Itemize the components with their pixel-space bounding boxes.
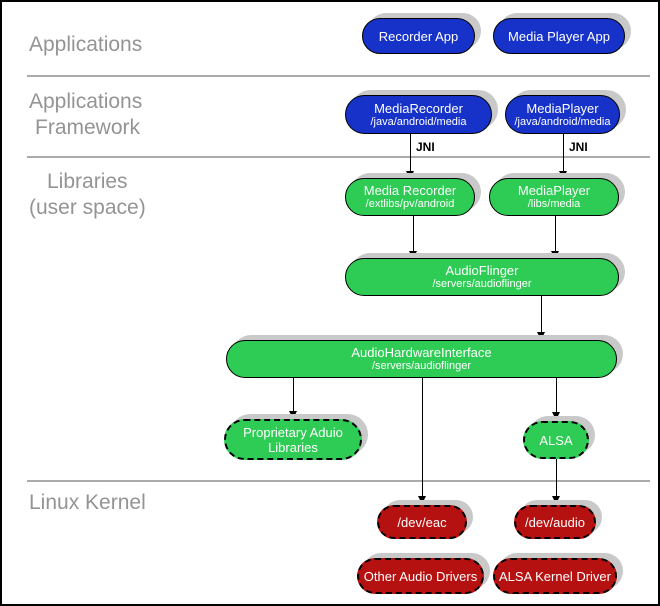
node-mediaplayer-framework-path: /java/android/media <box>514 115 611 128</box>
edge-mediarecorder-jni-arrowhead <box>406 171 414 179</box>
section-label-framework-line2: Framework <box>35 116 141 139</box>
node-alsa: ALSA <box>523 421 589 459</box>
edge-mediarecorder-audioflinger-arrowhead <box>409 251 417 259</box>
edge-audioflinger-ahi-line <box>541 296 542 333</box>
section-label-framework-line1: Applications <box>29 90 143 113</box>
node-audioflinger-path: /servers/audioflinger <box>432 278 532 290</box>
node-mediaplayer-lib-path: /libs/media <box>527 198 581 210</box>
jni-label-right: JNI <box>569 140 588 154</box>
node-recorder-app: Recorder App <box>362 18 475 54</box>
node-audiohardwareinterface: AudioHardwareInterface /servers/audiofli… <box>226 340 617 378</box>
edge-mediaplayer-jni-arrowhead <box>559 171 567 179</box>
edge-alsa-devaudio-arrowhead <box>552 496 560 504</box>
node-dev-audio-label: /dev/audio <box>525 514 585 530</box>
node-media-player-app-label: Media Player App <box>508 28 610 44</box>
section-label-libraries-line1: Libraries <box>47 170 128 193</box>
node-proprietary-audio-libraries-line1: Proprietary Aduio <box>243 424 343 440</box>
node-audioflinger: AudioFlinger /servers/audioflinger <box>345 258 619 296</box>
node-audioflinger-label: AudioFlinger <box>445 263 519 278</box>
edge-mediaplayer-jni-line <box>563 134 564 172</box>
edge-ahi-proprietary-arrowhead <box>289 411 297 419</box>
node-media-recorder-lib: Media Recorder /extlibs/pv/android <box>345 178 475 216</box>
edge-mediaplayer-audioflinger-line <box>555 216 556 252</box>
node-dev-eac: /dev/eac <box>377 505 467 539</box>
section-label-applications: Applications <box>29 33 143 56</box>
edge-alsa-devaudio-line <box>556 459 557 497</box>
node-mediaplayer-lib: MediaPlayer /libs/media <box>489 178 619 216</box>
edge-ahi-deveac-line <box>422 378 423 497</box>
edge-ahi-alsa-arrowhead <box>552 412 560 420</box>
node-media-recorder-lib-path: /extlibs/pv/android <box>365 198 455 210</box>
node-dev-eac-label: /dev/eac <box>397 514 447 530</box>
node-other-audio-drivers-label: Other Audio Drivers <box>363 568 478 584</box>
edge-mediarecorder-jni-line <box>410 134 411 172</box>
node-alsa-kernel-driver-label: ALSA Kernel Driver <box>499 568 611 584</box>
node-audiohardwareinterface-path: /servers/audioflinger <box>371 360 472 372</box>
node-alsa-label: ALSA <box>539 432 573 448</box>
edge-mediaplayer-audioflinger-arrowhead <box>551 251 559 259</box>
node-mediaplayer-framework-label: MediaPlayer <box>526 100 599 116</box>
node-recorder-app-label: Recorder App <box>378 28 459 44</box>
section-label-linux-kernel: Linux Kernel <box>29 491 146 514</box>
node-mediarecorder-framework-label: MediaRecorder <box>374 100 463 116</box>
node-mediaplayer-framework: MediaPlayer /java/android/media <box>505 95 620 134</box>
node-mediarecorder-framework-path: /java/android/media <box>370 115 467 128</box>
node-dev-audio: /dev/audio <box>514 505 596 539</box>
section-label-libraries-line2: (user space) <box>29 196 146 219</box>
separator-kernel <box>27 480 650 482</box>
node-other-audio-drivers: Other Audio Drivers <box>357 558 484 594</box>
separator-applications <box>27 75 650 77</box>
edge-audioflinger-ahi-arrowhead <box>537 332 545 340</box>
node-media-recorder-lib-label: Media Recorder <box>363 183 457 198</box>
node-alsa-kernel-driver: ALSA Kernel Driver <box>493 558 617 594</box>
node-media-player-app: Media Player App <box>493 18 625 54</box>
jni-label-left: JNI <box>416 140 435 154</box>
edge-ahi-deveac-arrowhead <box>418 496 426 504</box>
edge-mediarecorder-audioflinger-line <box>413 216 414 252</box>
node-mediaplayer-lib-label: MediaPlayer <box>517 183 591 198</box>
edge-ahi-alsa-line <box>556 378 557 413</box>
node-audiohardwareinterface-label: AudioHardwareInterface <box>351 345 492 360</box>
node-proprietary-audio-libraries-line2: Libraries <box>268 439 318 455</box>
separator-framework <box>27 156 650 158</box>
edge-ahi-proprietary-line <box>293 378 294 412</box>
node-mediarecorder-framework: MediaRecorder /java/android/media <box>345 95 492 134</box>
node-proprietary-audio-libraries: Proprietary Aduio Libraries <box>224 419 362 460</box>
